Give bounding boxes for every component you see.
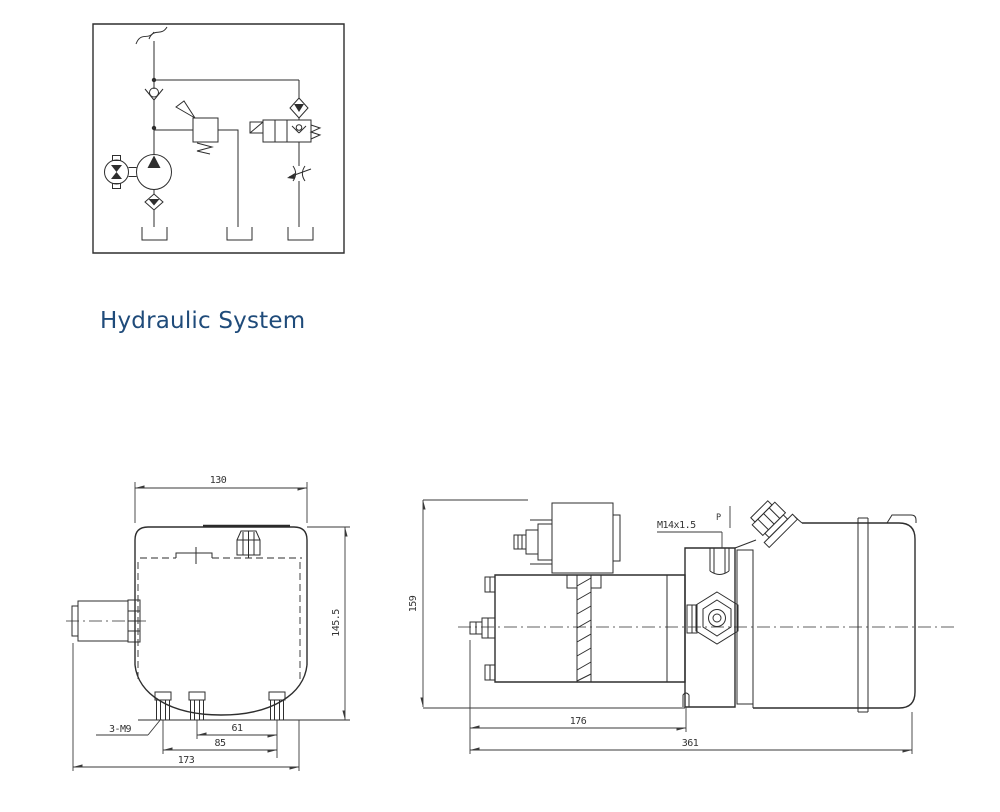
throttle-valve-icon (287, 166, 311, 181)
filler-cap (237, 531, 260, 558)
dimension-85: 85 (163, 720, 277, 754)
check-valve-icon (290, 98, 308, 118)
shaft-stud (470, 618, 495, 638)
start-solenoid (514, 503, 620, 573)
hidden-lines (138, 547, 302, 683)
manifold-block (685, 548, 735, 707)
label-port-p: P (716, 513, 721, 523)
dim-159: 159 (408, 595, 419, 612)
solenoid-valve-symbol (250, 120, 320, 142)
tank-outline (135, 526, 307, 715)
port-label: M14x1.5 P (657, 506, 730, 548)
drain-stud (683, 693, 689, 732)
dim-361: 361 (682, 738, 699, 749)
dim-130: 130 (210, 475, 227, 486)
tank-shoulder-line (735, 540, 756, 548)
dimension-61: 61 (197, 720, 277, 758)
tank-symbol (288, 227, 313, 240)
hydraulic-circuit-diagram (92, 23, 348, 255)
side-view-drawing: 159 (408, 478, 982, 782)
tank-symbol (227, 227, 252, 240)
tank-symbol (142, 227, 167, 240)
mounting-stud (189, 692, 205, 720)
label-m14x1-5: M14x1.5 (657, 520, 696, 531)
dim-85: 85 (214, 738, 226, 749)
check-valve-icon (145, 88, 163, 100)
motor-end (66, 600, 146, 642)
pump-symbol (137, 128, 172, 190)
strainer-icon (145, 190, 163, 228)
breather-icon (136, 27, 167, 44)
label-3-m9: 3-M9 (109, 724, 132, 735)
dim-145-5: 145.5 (331, 609, 342, 637)
stud-thread-label: 3-M9 (96, 719, 161, 735)
tank-body (753, 515, 916, 712)
dim-176: 176 (570, 716, 587, 727)
filler-cap-angled (745, 495, 797, 547)
dimension-width: 130 (135, 475, 307, 523)
dimension-height: 145.5 (307, 527, 350, 720)
dimension-173: 173 (73, 643, 299, 771)
motor-symbol (105, 156, 129, 189)
dimension-height: 159 (408, 500, 685, 708)
dimension-361: 361 (470, 712, 912, 754)
relief-valve-symbol (154, 101, 238, 227)
dimension-176: 176 (470, 640, 686, 754)
hatched-column (567, 575, 601, 682)
dim-61: 61 (231, 723, 243, 734)
dim-173: 173 (178, 755, 195, 766)
circuit-border (93, 24, 344, 253)
page-title: Hydraulic System (100, 308, 306, 334)
tank-shoulder-line (795, 517, 802, 523)
shaft-coupling (129, 168, 137, 177)
front-view-drawing: 130 (58, 475, 370, 784)
hex-fitting (687, 592, 738, 644)
